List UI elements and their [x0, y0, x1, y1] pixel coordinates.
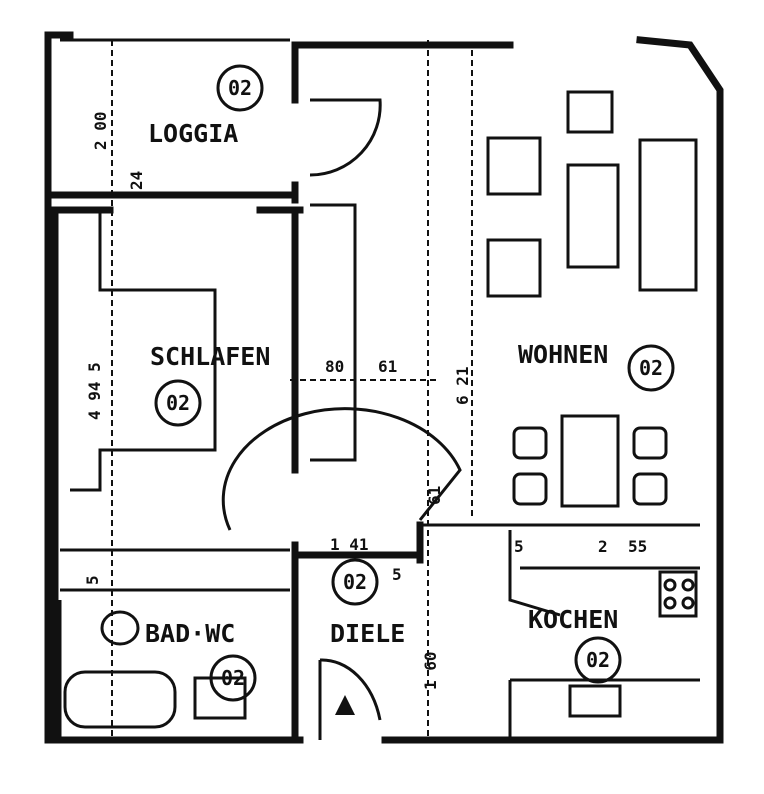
dim-diele-5: 5: [392, 565, 402, 584]
dim-kueche-2: 2: [598, 537, 608, 556]
doors: [221, 98, 462, 721]
room-code-schlafen: 02: [166, 391, 190, 415]
room-code-loggia: 02: [228, 76, 252, 100]
room-label-wohnen: WOHNEN: [518, 340, 608, 369]
room-label-kueche: KOCHEN: [528, 605, 618, 634]
dim-kueche-5: 5: [514, 537, 524, 556]
dim-schlafen-height: 4 94 5: [85, 362, 104, 420]
dim-diele-height: 1 60: [421, 651, 440, 690]
room-label-diele: DIELE: [330, 619, 405, 648]
room-label-schlafen: SCHLAFEN: [150, 342, 270, 371]
dim-wall-80: 80: [325, 357, 344, 376]
dim-wohnen-height: 6 21: [453, 366, 472, 405]
dim-wall-61: 61: [378, 357, 397, 376]
room-code-bad-wc: 02: [221, 666, 245, 690]
entrance-arrow-icon: [335, 695, 355, 715]
dim-bad-5: 5: [83, 575, 102, 585]
room-label-loggia: LOGGIA: [148, 119, 238, 148]
dimension-lines: [111, 40, 473, 740]
room-code-markers: [154, 64, 675, 702]
dim-door-61: 61: [425, 486, 444, 505]
room-label-bad-wc: BAD·WC: [145, 619, 235, 648]
room-code-diele: 02: [343, 570, 367, 594]
dim-kueche-55: 55: [628, 537, 647, 556]
room-code-kueche: 02: [586, 648, 610, 672]
room-code-wohnen: 02: [639, 356, 663, 380]
dim-loggia-wall: 24: [127, 171, 146, 190]
dim-loggia-height: 2 00: [91, 111, 110, 150]
interior-walls: [51, 181, 700, 744]
outer-walls: [44, 31, 724, 744]
dim-diele-width: 1 41: [330, 535, 369, 554]
